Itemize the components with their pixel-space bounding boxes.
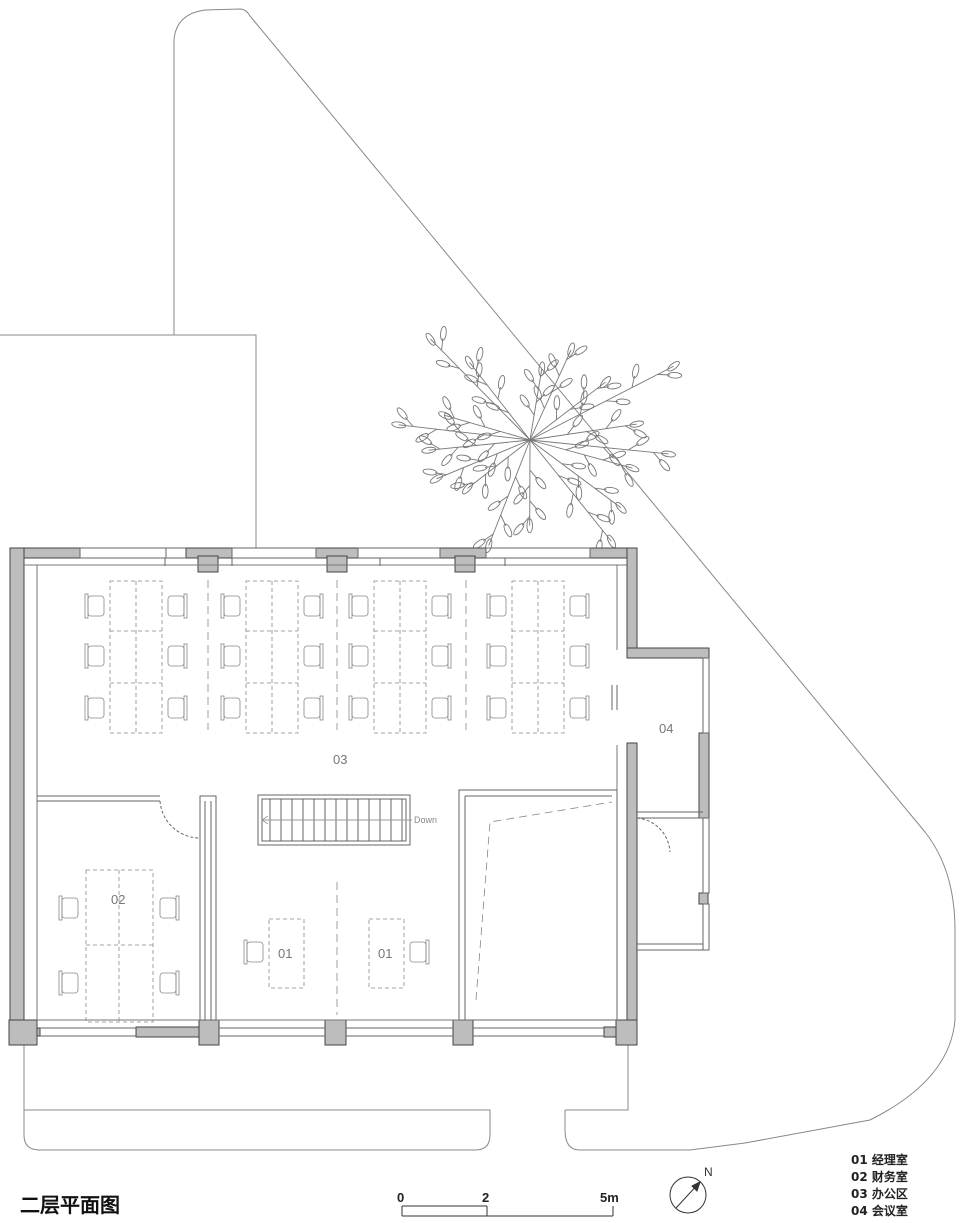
- furniture: [58, 580, 590, 1023]
- scale-bar: [401, 1205, 614, 1217]
- legend-item-04: 04 会议室: [851, 1203, 908, 1218]
- chair: [84, 593, 105, 619]
- chair: [303, 695, 324, 721]
- room-label-01-left: 01: [278, 946, 292, 961]
- desk-cluster: [511, 580, 565, 734]
- chair: [167, 695, 188, 721]
- legend-item-01: 01 经理室: [851, 1152, 908, 1167]
- chair: [167, 643, 188, 669]
- manager-desk: [368, 918, 405, 989]
- chair: [486, 643, 507, 669]
- chair: [569, 643, 590, 669]
- dashed-lines: [207, 580, 613, 1015]
- chair: [303, 643, 324, 669]
- finance-table: [85, 869, 154, 1023]
- scale-tick-5m: 5m: [600, 1190, 619, 1205]
- scale-tick-0: 0: [397, 1190, 404, 1205]
- room-label-04: 04: [659, 721, 673, 736]
- desk-cluster: [245, 580, 299, 734]
- plan-title: 二层平面图: [20, 1193, 120, 1217]
- stair-down-label: Down: [414, 815, 437, 825]
- tree-icon: [391, 326, 683, 555]
- chair: [243, 939, 264, 965]
- chair: [348, 643, 369, 669]
- chair: [486, 695, 507, 721]
- chair: [220, 593, 241, 619]
- chair: [84, 643, 105, 669]
- chair: [486, 593, 507, 619]
- legend: 01 经理室 02 财务室 03 办公区 04 会议室: [851, 1152, 908, 1218]
- chair: [303, 593, 324, 619]
- room-label-03: 03: [333, 752, 347, 767]
- scale-tick-2: 2: [482, 1190, 489, 1205]
- chair: [348, 593, 369, 619]
- chair: [84, 695, 105, 721]
- chair: [220, 643, 241, 669]
- exterior-walls: [8, 547, 710, 1046]
- chair: [58, 970, 79, 996]
- interior-walls: [37, 789, 671, 1021]
- chair: [409, 939, 430, 965]
- chair: [431, 643, 452, 669]
- chair: [220, 695, 241, 721]
- desk-cluster: [109, 580, 163, 734]
- site-boundary: [0, 8, 956, 1151]
- chair: [569, 695, 590, 721]
- chair: [159, 895, 180, 921]
- manager-desk: [268, 918, 305, 989]
- chair: [159, 970, 180, 996]
- chair: [348, 695, 369, 721]
- north-label: N: [704, 1165, 713, 1179]
- chair: [58, 895, 79, 921]
- chair: [431, 593, 452, 619]
- desk-cluster: [373, 580, 427, 734]
- legend-item-03: 03 办公区: [851, 1186, 908, 1201]
- legend-item-02: 02 财务室: [851, 1169, 908, 1184]
- north-arrow-icon: [669, 1176, 707, 1214]
- chair: [167, 593, 188, 619]
- staircase: [257, 794, 412, 846]
- room-label-01-right: 01: [378, 946, 392, 961]
- chair: [569, 593, 590, 619]
- room-label-02: 02: [111, 892, 125, 907]
- windows: [24, 547, 710, 1037]
- chair: [431, 695, 452, 721]
